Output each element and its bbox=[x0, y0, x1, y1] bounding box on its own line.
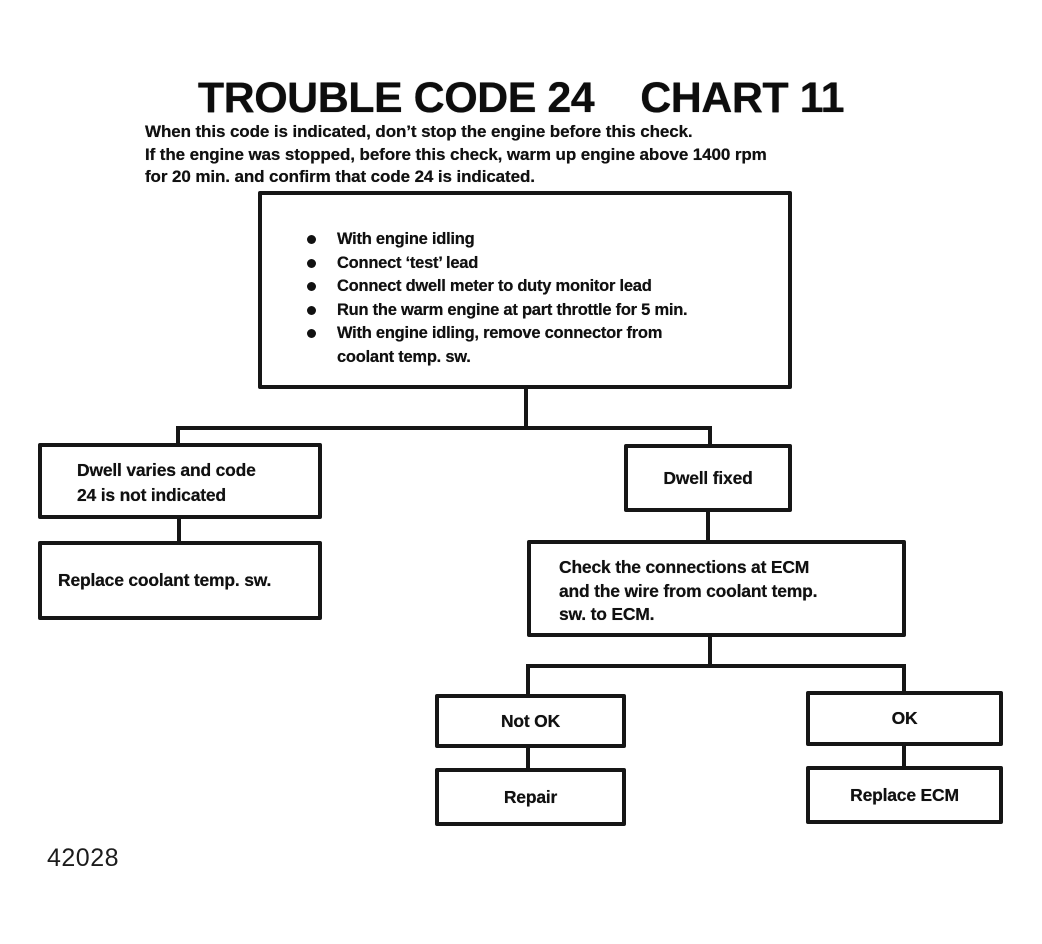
bullet-icon bbox=[307, 305, 316, 315]
connector-to-ok bbox=[902, 664, 906, 693]
figure-number: 42028 bbox=[47, 844, 120, 872]
connector-start-down bbox=[524, 387, 528, 430]
connector-split-2 bbox=[526, 664, 906, 668]
page-title: TROUBLE CODE 24 CHART 11 bbox=[0, 74, 1042, 123]
connector-not-ok-down bbox=[526, 746, 530, 770]
page-title-right: CHART 11 bbox=[640, 74, 845, 122]
connector-dwell-varies-down bbox=[177, 517, 181, 544]
node-text: OK bbox=[891, 708, 918, 728]
node-text-line: Check the connections at ECM bbox=[559, 557, 810, 577]
list-item: With engine idling, remove connector fro… bbox=[262, 322, 788, 346]
flow-node-ok: OK bbox=[806, 691, 1003, 746]
intro-line: for 20 min. and confirm that code 24 is … bbox=[145, 167, 535, 186]
flow-node-check-connections-ecm: Check the connections at ECM and the wir… bbox=[527, 540, 906, 637]
node-text: Repair bbox=[503, 786, 558, 807]
flow-node-repair: Repair bbox=[435, 768, 626, 826]
page-title-left: TROUBLE CODE 24 bbox=[197, 74, 595, 122]
intro-line: When this code is indicated, don’t stop … bbox=[145, 122, 693, 141]
intro-line: If the engine was stopped, before this c… bbox=[145, 144, 767, 164]
flow-node-not-ok: Not OK bbox=[435, 694, 626, 748]
node-text-line: 24 is not indicated bbox=[77, 485, 226, 505]
bullet-icon bbox=[307, 235, 316, 244]
list-item: With engine idling bbox=[262, 228, 788, 252]
bullet-text: With engine idling, remove connector fro… bbox=[337, 324, 663, 342]
node-text: Not OK bbox=[500, 710, 561, 731]
node-text-line: sw. to ECM. bbox=[559, 604, 655, 624]
flow-node-start-instructions: With engine idling Connect ‘test’ lead C… bbox=[258, 191, 792, 389]
bullet-text: Connect dwell meter to duty monitor lead bbox=[337, 277, 652, 295]
flow-node-dwell-fixed: Dwell fixed bbox=[624, 444, 792, 512]
flow-node-replace-ecm: Replace ECM bbox=[806, 766, 1003, 824]
connector-split-1 bbox=[176, 426, 712, 430]
bullet-text: Connect ‘test’ lead bbox=[337, 253, 479, 272]
instruction-list: With engine idling Connect ‘test’ lead C… bbox=[262, 228, 788, 369]
node-text: Replace coolant temp. sw. bbox=[58, 570, 272, 590]
node-text-line: Dwell varies and code bbox=[77, 460, 256, 480]
node-text: Replace ECM bbox=[850, 784, 959, 805]
bullet-text: With engine idling bbox=[337, 230, 475, 248]
connector-to-dwell-fixed bbox=[708, 426, 712, 447]
connector-to-not-ok bbox=[526, 664, 530, 696]
intro-text: When this code is indicated, don’t stop … bbox=[145, 121, 965, 189]
flow-node-replace-coolant-temp-sw: Replace coolant temp. sw. bbox=[38, 541, 322, 620]
connector-dwell-fixed-down bbox=[706, 510, 710, 543]
node-text: Dwell fixed bbox=[663, 467, 753, 488]
list-item: Run the warm engine at part throttle for… bbox=[262, 299, 788, 323]
bullet-text: coolant temp. sw. bbox=[337, 347, 471, 366]
node-text-line: and the wire from coolant temp. bbox=[559, 580, 818, 601]
list-item: Connect dwell meter to duty monitor lead bbox=[262, 275, 788, 299]
connector-to-dwell-varies bbox=[176, 426, 180, 446]
bullet-icon bbox=[307, 258, 316, 268]
bullet-icon bbox=[307, 282, 316, 291]
list-item-continuation: coolant temp. sw. bbox=[262, 346, 788, 370]
flow-node-dwell-varies: Dwell varies and code 24 is not indicate… bbox=[38, 443, 322, 519]
bullet-icon bbox=[307, 329, 316, 338]
bullet-text: Run the warm engine at part throttle for… bbox=[337, 300, 688, 319]
connector-check-down bbox=[708, 635, 712, 668]
connector-ok-down bbox=[902, 744, 906, 768]
list-item: Connect ‘test’ lead bbox=[262, 252, 788, 276]
